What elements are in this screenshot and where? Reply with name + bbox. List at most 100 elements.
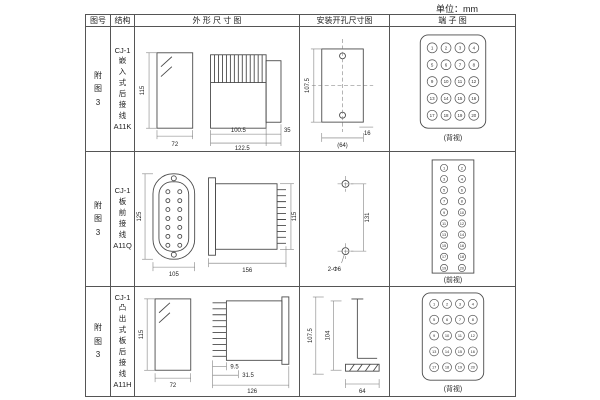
fig-no-cell-1: 附 图 3 (86, 27, 111, 152)
svg-text:19: 19 (458, 365, 463, 370)
svg-text:7: 7 (459, 62, 462, 67)
svg-text:8: 8 (472, 317, 475, 322)
svg-text:6: 6 (445, 62, 448, 67)
dim-install-w-1: (64) (337, 143, 348, 149)
terminal-caption-1: (背视) (444, 133, 462, 142)
svg-text:13: 13 (442, 232, 447, 237)
structure-cell-1: CJ-1 嵌 入 式 后 接 线 A11K (111, 27, 135, 152)
dim-offset-3: 31.5 (242, 373, 254, 379)
svg-text:18: 18 (444, 113, 449, 118)
svg-text:19: 19 (442, 265, 447, 270)
svg-text:16: 16 (471, 349, 476, 354)
svg-text:16: 16 (460, 243, 465, 248)
svg-text:20: 20 (471, 113, 476, 118)
dim-side-height-2: 115 (292, 211, 298, 221)
outline-cell-1: 115 72 100.5 122.5 35 (135, 27, 300, 152)
structure-cell-3: CJ-1 凸 出 式 板 后 接 线 A11H (111, 287, 135, 396)
outline-drawing-a11k: 115 72 100.5 122.5 35 (140, 52, 291, 151)
svg-text:3: 3 (443, 176, 446, 181)
dim-front-width-2: 105 (169, 272, 180, 278)
svg-text:11: 11 (442, 221, 447, 226)
dim-install-h1-3: 107.5 (308, 327, 314, 343)
svg-text:17: 17 (430, 113, 435, 118)
svg-text:11: 11 (458, 333, 462, 338)
svg-text:14: 14 (445, 349, 450, 354)
header-outline-dims: 外 形 尺 寸 图 (135, 15, 300, 27)
svg-text:9: 9 (431, 79, 434, 84)
dim-side-inner-1: 100.5 (231, 128, 247, 134)
svg-text:12: 12 (471, 79, 476, 84)
svg-text:8: 8 (473, 62, 476, 67)
outline-cell-2: 125 105 156 115 (135, 152, 300, 287)
svg-text:16: 16 (471, 96, 476, 101)
svg-text:3: 3 (459, 301, 462, 306)
dim-pitch-3: 9.5 (230, 364, 239, 370)
svg-text:19: 19 (457, 113, 462, 118)
svg-text:3: 3 (459, 45, 462, 50)
unit-label: 单位：mm (436, 4, 478, 14)
svg-text:14: 14 (444, 96, 449, 101)
dim-side-width-2: 156 (242, 268, 253, 274)
dim-side-width-3: 126 (247, 389, 258, 395)
svg-text:10: 10 (460, 210, 465, 215)
terminal-caption-2: (前视) (444, 275, 463, 284)
svg-text:12: 12 (471, 333, 475, 338)
svg-text:4: 4 (473, 45, 476, 50)
fig-no-cell-3: 附 图 3 (86, 287, 111, 396)
fig-no-cell-2: 附 图 3 (86, 152, 111, 287)
dim-front-width-1: 72 (172, 142, 179, 148)
svg-text:6: 6 (461, 188, 464, 193)
svg-text:1: 1 (433, 301, 435, 306)
svg-text:7: 7 (459, 317, 461, 322)
svg-text:8: 8 (461, 199, 464, 204)
svg-text:2: 2 (445, 45, 448, 50)
svg-text:18: 18 (460, 254, 465, 259)
dim-front-width-3: 72 (170, 383, 177, 389)
dim-side-outer-1: 122.5 (235, 146, 251, 151)
header-terminal: 端 子 图 (390, 15, 515, 27)
svg-text:20: 20 (471, 365, 476, 370)
structure-2: CJ-1 板 前 接 线 A11Q (113, 186, 132, 250)
svg-text:11: 11 (458, 79, 463, 84)
svg-text:6: 6 (446, 317, 449, 322)
structure-1: CJ-1 嵌 入 式 后 接 线 A11K (113, 45, 132, 131)
svg-text:13: 13 (430, 96, 435, 101)
svg-text:4: 4 (461, 176, 464, 181)
svg-text:7: 7 (443, 199, 445, 204)
header-fig-no: 图号 (86, 15, 111, 27)
dim-install-h-2: 131 (365, 213, 371, 223)
terminal-caption-3: (背视) (444, 384, 462, 393)
install-cell-1: 107.5 16 (64) (300, 27, 390, 152)
svg-text:17: 17 (442, 254, 446, 259)
svg-text:5: 5 (433, 317, 436, 322)
fig-no-1: 附 图 3 (94, 70, 102, 107)
structure-3: CJ-1 凸 出 式 板 后 接 线 A11H (113, 292, 132, 389)
outline-cell-3: 115 72 9.5 31.5 126 (135, 287, 300, 396)
dim-front-height-2: 125 (137, 211, 143, 222)
install-cell-3: 107.5 104 64 (300, 287, 390, 396)
svg-text:9: 9 (443, 210, 446, 215)
dim-install-h2-3: 104 (326, 330, 332, 341)
svg-text:13: 13 (432, 349, 437, 354)
outline-drawing-a11h: 115 72 9.5 31.5 126 (139, 296, 290, 395)
fig-no-3: 附 图 3 (94, 323, 102, 360)
dim-install-hole-1: 16 (364, 131, 371, 137)
svg-text:1: 1 (443, 165, 446, 170)
svg-text:14: 14 (460, 232, 465, 237)
svg-text:12: 12 (460, 221, 464, 226)
dim-front-height-3: 115 (139, 329, 145, 339)
svg-text:1: 1 (431, 45, 434, 50)
svg-text:10: 10 (444, 79, 449, 84)
svg-text:20: 20 (460, 265, 465, 270)
svg-text:5: 5 (431, 62, 434, 67)
install-cell-2: 131 2-Φ6 (300, 152, 390, 287)
svg-text:17: 17 (432, 365, 436, 370)
svg-text:2: 2 (446, 301, 448, 306)
